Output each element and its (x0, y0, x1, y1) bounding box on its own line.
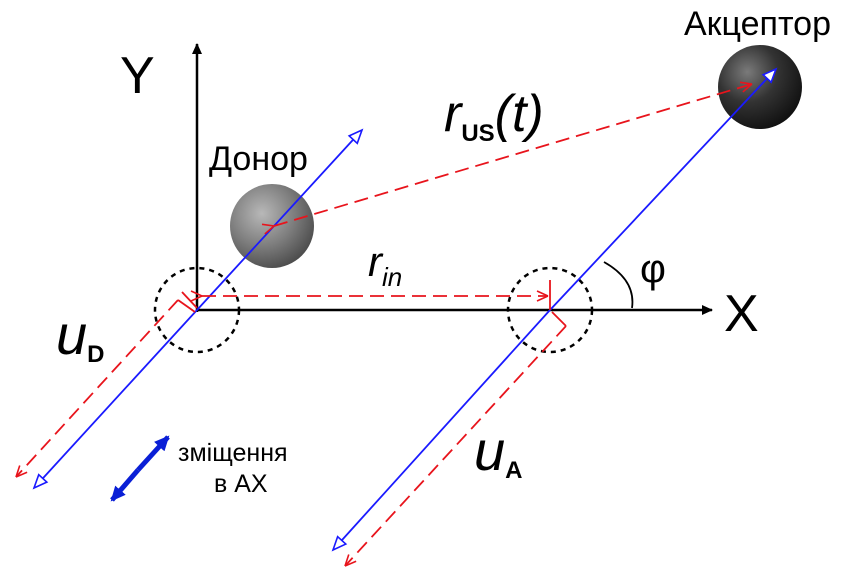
u-d-label: uD (56, 303, 105, 368)
acceptor-origin-circle (506, 266, 594, 354)
r-in-label: rin (368, 238, 402, 292)
u-a-sub: A (505, 457, 522, 484)
shift-label-line2: в АХ (214, 470, 268, 498)
acceptor-axis-down (333, 309, 551, 550)
r-us-sub: US (461, 120, 494, 147)
axis-x-label: X (724, 285, 759, 343)
r-in-main: r (368, 238, 384, 285)
u-a-main: u (474, 419, 505, 482)
u-d-vector (15, 299, 179, 478)
r-in-tick-left (181, 291, 198, 309)
r-us-label: rUS(t) (444, 85, 544, 147)
axis-y-label: Y (120, 47, 155, 105)
u-d-sub: D (87, 341, 104, 368)
r-us-main: r (444, 85, 464, 143)
u-d-tick (177, 299, 196, 313)
phi-arc (603, 261, 634, 309)
u-d-main: u (56, 303, 87, 366)
acceptor-label: Акцептор (684, 5, 831, 43)
donor-axis-down (34, 309, 198, 488)
shift-arrow (110, 468, 140, 502)
phi-label: φ (640, 247, 666, 291)
u-a-label: uA (474, 419, 523, 484)
u-a-tick (551, 311, 567, 327)
donor-label: Донор (209, 140, 308, 178)
u-a-vector (344, 325, 567, 567)
r-us-arg: (t) (495, 85, 544, 143)
donor-origin-circle (153, 266, 241, 354)
r-in-sub: in (382, 262, 402, 292)
shift-arrow-up (136, 435, 170, 472)
shift-label-line1: зміщення (178, 439, 288, 467)
